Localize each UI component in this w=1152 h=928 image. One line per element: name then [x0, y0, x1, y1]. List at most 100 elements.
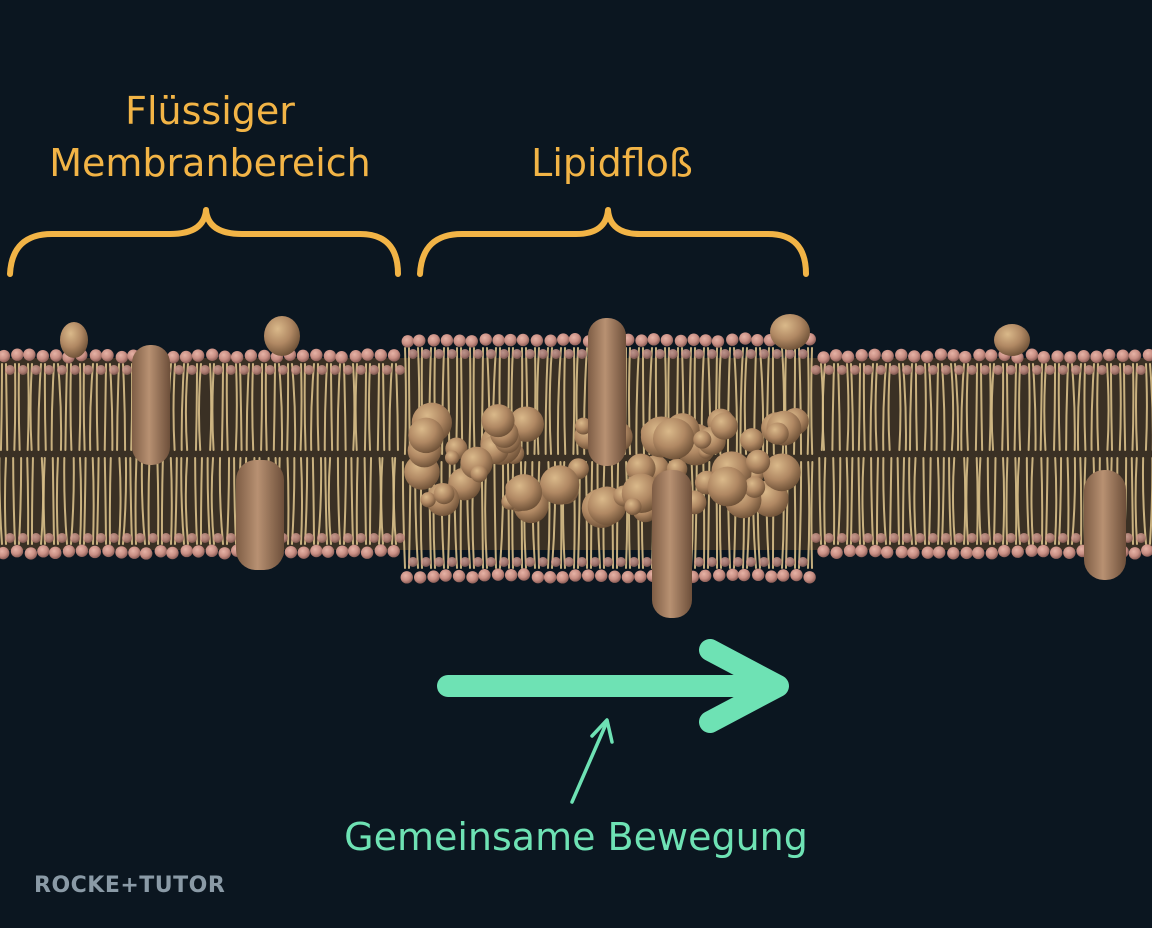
lipid-head — [154, 545, 167, 558]
lipid-head — [310, 348, 323, 362]
lipid-head — [102, 544, 115, 558]
lipid-head — [101, 349, 114, 362]
lipid-tail — [197, 363, 202, 451]
lipid-head — [347, 544, 361, 558]
lipid-head — [902, 533, 912, 543]
lipid-tail — [875, 457, 879, 545]
lipid-head — [1090, 350, 1103, 363]
lipid-head — [629, 349, 639, 359]
lipid-head — [1123, 365, 1133, 375]
lipid-tail — [69, 363, 73, 451]
lipid-head — [538, 349, 548, 359]
lipid-head — [167, 350, 180, 364]
lipid-tail — [990, 363, 995, 451]
lipid-tail — [1018, 363, 1022, 451]
lipid-tail — [147, 457, 151, 545]
lipid-head — [1128, 349, 1142, 362]
lipid-head — [1116, 349, 1130, 362]
lipid-head — [895, 545, 909, 559]
lipid-head — [335, 545, 349, 558]
lipid-tail — [798, 461, 803, 569]
lipid-head — [603, 557, 613, 567]
lipid-head — [694, 557, 704, 567]
lipid-tail — [103, 457, 107, 545]
lipid-tail — [17, 363, 21, 451]
lipid-head — [954, 365, 964, 375]
lipid-tail — [352, 363, 356, 451]
lipid-head — [57, 533, 67, 543]
lipid-tail — [26, 457, 30, 545]
lipid-head — [284, 545, 298, 559]
lipid-head — [726, 333, 739, 346]
cholesterol-blob — [481, 404, 515, 438]
lipid-tail — [327, 457, 332, 545]
lipid-head — [49, 546, 62, 560]
lipid-head — [139, 547, 153, 560]
lipid-tail — [108, 457, 112, 545]
lipid-tail — [233, 457, 237, 545]
lipid-head — [135, 533, 145, 543]
lipid-head — [947, 349, 960, 362]
lipid-tail — [103, 363, 107, 451]
lipid-tail — [965, 363, 969, 451]
cholesterol-blob — [505, 474, 543, 511]
lipid-tail — [493, 461, 497, 569]
lipid-tail — [818, 457, 822, 545]
lipid-head — [180, 544, 193, 558]
lipid-head — [907, 546, 920, 560]
lipid-head — [31, 533, 41, 543]
lipid-head — [323, 349, 337, 363]
lipid-head — [408, 349, 418, 359]
lipid-tail — [95, 363, 99, 451]
lipid-head — [413, 571, 427, 584]
lipid-head — [96, 365, 106, 375]
lipid-head — [174, 533, 184, 543]
lipid-head — [551, 557, 561, 567]
lipid-tail — [447, 461, 451, 569]
lipid-tail — [986, 457, 991, 545]
lipid-head — [985, 349, 998, 362]
lipid-head — [491, 568, 505, 581]
movement-label: Gemeinsame Bewegung — [344, 815, 808, 859]
lipid-head — [531, 570, 545, 584]
lipid-tail — [694, 461, 698, 569]
lipid-head — [374, 348, 388, 362]
lipid-tail — [857, 363, 861, 451]
lipid-tail — [180, 363, 185, 451]
lipid-head — [830, 546, 843, 559]
lipid-head — [972, 546, 985, 560]
lipid-tail — [1025, 457, 1030, 545]
lipid-head — [517, 568, 531, 581]
lipid-tail — [1118, 363, 1122, 451]
lipid-head — [1006, 533, 1016, 543]
lipid-head — [824, 365, 834, 375]
lipid-head — [1128, 547, 1142, 560]
cholesterol-blob — [740, 428, 764, 452]
lipid-head — [915, 533, 925, 543]
lipid-tail — [896, 457, 900, 545]
lipid-head — [642, 349, 652, 359]
lipid-head — [18, 365, 28, 375]
lipid-head — [1102, 348, 1116, 362]
lipid-tail — [563, 347, 567, 455]
lipid-head — [733, 349, 743, 359]
lipid-tail — [1053, 363, 1057, 451]
lipid-tail — [388, 363, 393, 451]
lipid-head — [980, 533, 990, 543]
lipid-head — [726, 568, 739, 581]
lipid-head — [564, 349, 574, 359]
lipid-head — [811, 365, 821, 375]
lipid-bilayer — [0, 332, 1152, 584]
lipid-head — [36, 349, 50, 363]
lipid-head — [928, 533, 938, 543]
lipid-head — [31, 365, 41, 375]
lipid-head — [902, 365, 912, 375]
lipid-head — [23, 348, 36, 361]
lipid-head — [616, 557, 626, 567]
lipid-tail — [299, 363, 303, 451]
lipid-tail — [806, 347, 810, 455]
lipid-tail — [129, 457, 133, 545]
lipid-tail — [1076, 363, 1082, 451]
lipid-head — [803, 571, 816, 584]
lipid-tail — [1096, 363, 1100, 451]
